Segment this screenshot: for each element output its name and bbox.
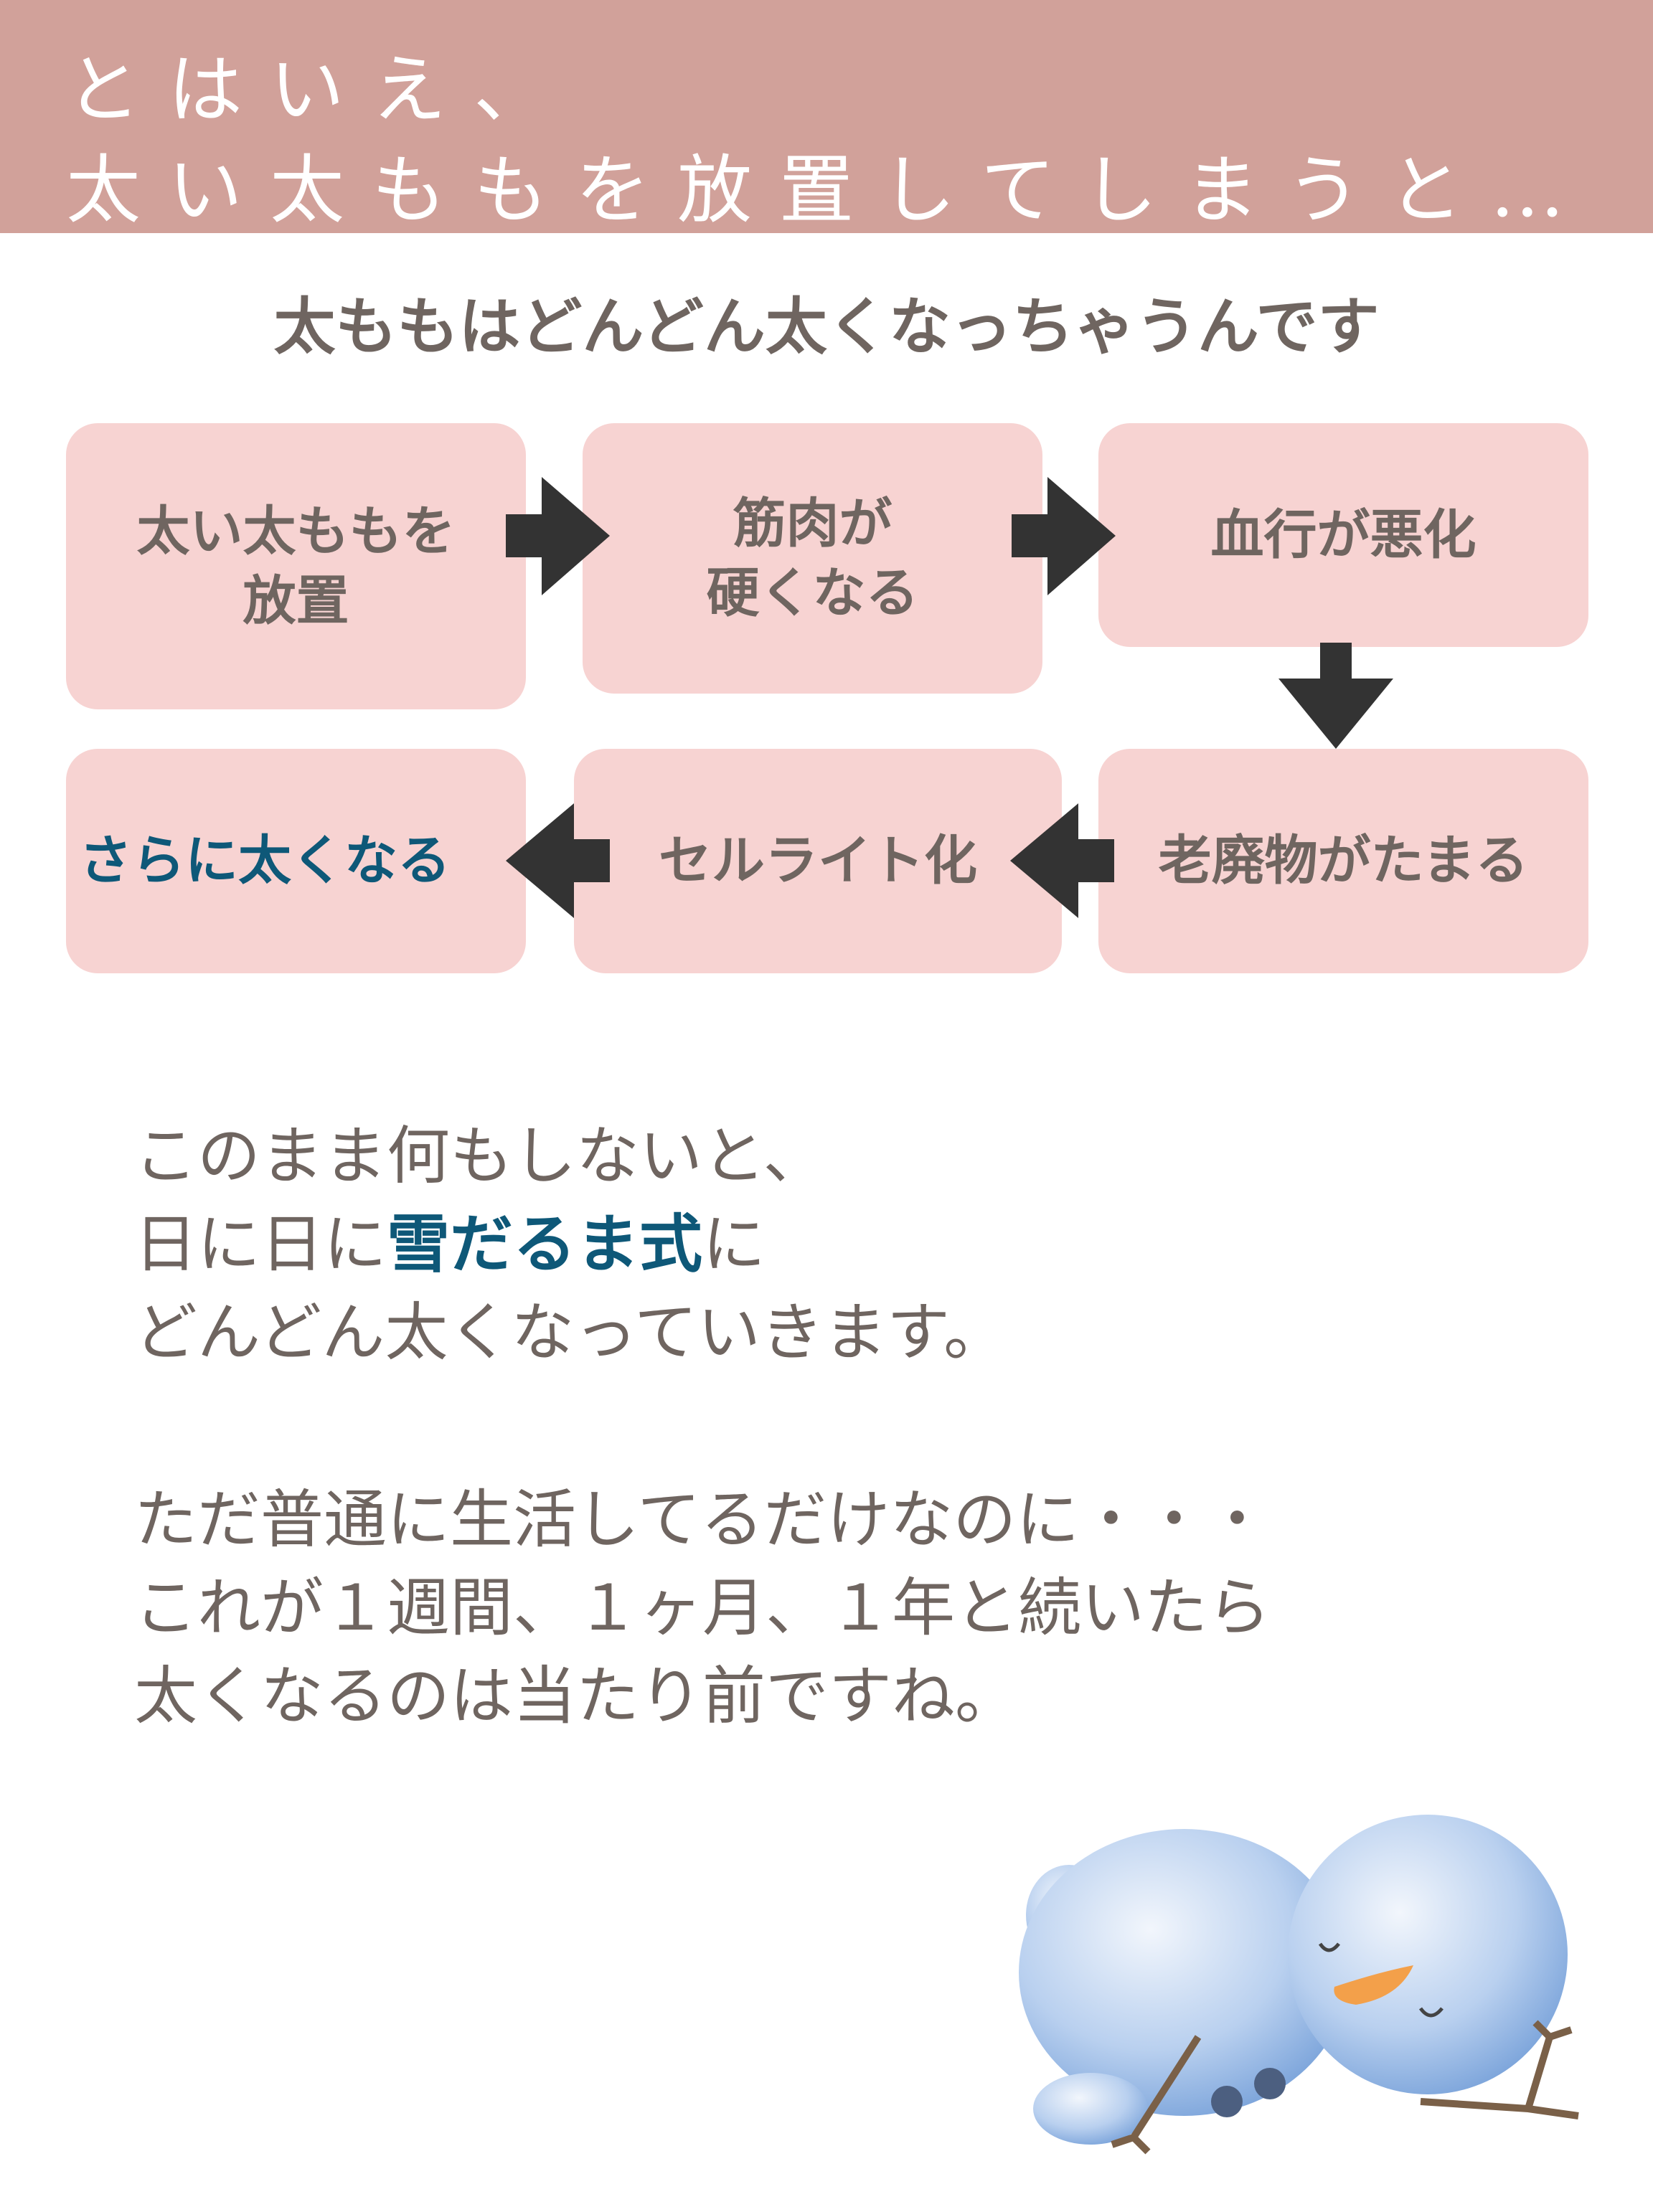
text-line: ただ普通に生活してるだけなのに・・・	[134, 1483, 1269, 1556]
step-text: さらに太くなる	[79, 830, 451, 892]
step-text: 太い太ももを	[136, 501, 456, 563]
flow-step-2: 筋肉が硬くなる	[583, 423, 1042, 694]
header-line-2: 太い太ももを放置してしまうと…	[66, 146, 1592, 234]
flow-step-1: 太い太ももを放置	[66, 423, 526, 709]
step-text: セルライト化	[659, 830, 977, 892]
step-text: 硬くなる	[706, 562, 919, 624]
header-line-1: とはいえ、	[66, 46, 576, 133]
header-banner: とはいえ、 太い太ももを放置してしまうと…	[0, 0, 1653, 234]
step-text: 放置	[242, 569, 349, 632]
arrow-right-icon	[1012, 477, 1116, 595]
text-line: どんどん太くなっていきます。	[134, 1295, 1007, 1369]
arrow-right-icon	[506, 477, 610, 595]
flow-step-3: 血行が悪化	[1098, 423, 1588, 647]
text: 日に日に	[134, 1207, 387, 1281]
arrow-down-icon	[1278, 643, 1393, 749]
step-text: 老廃物がたまる	[1158, 830, 1529, 892]
text-line: このまま何もしないと、	[134, 1119, 826, 1193]
text-line: 日に日に雪だるま式に	[134, 1200, 1007, 1288]
flow-step-6: さらに太くなる	[66, 749, 526, 973]
step-text: 血行が悪化	[1210, 504, 1477, 566]
arrow-left-icon	[506, 803, 610, 918]
paragraph-1: このまま何もしないと、 日に日に雪だるま式に どんどん太くなっていきます。	[134, 1112, 1007, 1376]
text-line: これが１週間、１ヶ月、１年と続いたら	[134, 1571, 1271, 1645]
text-line: 太くなるのは当たり前ですね。	[134, 1659, 1019, 1733]
flow-step-4: 老廃物がたまる	[1098, 749, 1588, 973]
arrow-left-icon	[1010, 803, 1114, 918]
subtitle: 太ももはどんどん太くなっちゃうんです	[273, 291, 1380, 363]
step-text: 筋肉が	[733, 493, 893, 555]
text: に	[702, 1207, 766, 1281]
flow-step-5: セルライト化	[574, 749, 1062, 973]
paragraph-2: ただ普通に生活してるだけなのに・・・ これが１週間、１ヶ月、１年と続いたら 太く…	[134, 1475, 1271, 1740]
sleeping-snowman-illustration	[1019, 1815, 1579, 2155]
highlight-text: 雪だるま式	[387, 1207, 703, 1281]
